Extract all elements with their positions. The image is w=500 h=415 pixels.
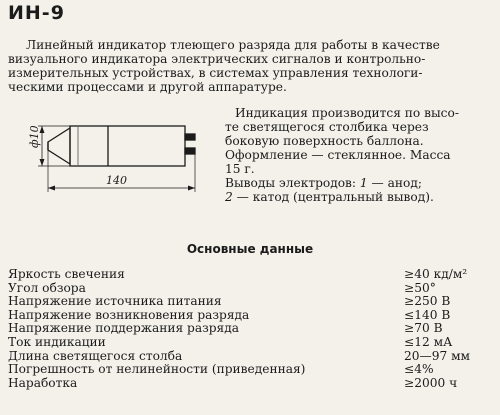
description-paragraph: Индикация производится по высо- те светя… xyxy=(225,106,495,204)
spec-label: Длина светящегося столба xyxy=(8,348,183,363)
spec-label: Угол обзора xyxy=(8,280,86,295)
description-line: Выводы электродов: 1 — анод; xyxy=(225,176,495,190)
intro-line: визуального индикатора электрических сиг… xyxy=(8,52,426,66)
leads-text: Выводы электродов: xyxy=(225,176,360,190)
spec-label: Напряжение возникновения разряда xyxy=(8,307,250,322)
spec-value: 20—97 мм xyxy=(404,348,471,363)
description-line: 15 г. xyxy=(225,162,255,176)
intro-line: измерительных устройствах, в системах уп… xyxy=(8,66,423,80)
lead-number: 2 xyxy=(225,190,233,204)
spec-label: Яркость свечения xyxy=(8,267,125,281)
spec-value: ≤4% xyxy=(404,362,434,377)
spec-label: Напряжение поддержания разряда xyxy=(8,321,240,336)
spec-value: ≥2000 ч xyxy=(404,375,458,390)
spec-row: Наработка ≥2000 ч xyxy=(8,375,496,391)
spec-row: Угол обзора ≥50° xyxy=(8,280,496,296)
section-heading: Основные данные xyxy=(186,242,314,256)
spec-label: Ток индикации xyxy=(8,334,106,349)
page-title: ИН-9 xyxy=(8,2,65,24)
description-line: Оформление — стеклянное. Масса xyxy=(225,148,451,162)
spec-value: ≤12 мА xyxy=(404,334,453,349)
spec-label: Напряжение источника питания xyxy=(8,294,222,309)
spec-value: ≥50° xyxy=(404,280,436,295)
spec-value: ≥250 В xyxy=(404,294,451,309)
intro-paragraph: Линейный индикатор тлеющего разряда для … xyxy=(8,38,492,94)
spec-row: Напряжение возникновения разряда ≤140 В xyxy=(8,307,496,323)
intro-line: ческими процессами и другой аппаратуре. xyxy=(8,80,287,94)
specs-table: Яркость свечения ≥40 кд/м² Угол обзора ≥… xyxy=(8,267,496,391)
lead-number: 1 xyxy=(359,176,368,190)
tube-tip xyxy=(47,126,71,166)
intro-line: Линейный индикатор тлеющего разряда для … xyxy=(26,38,440,52)
spec-label: Наработка xyxy=(8,375,78,390)
spec-label: Погрешность от нелинейности (приведенная… xyxy=(8,362,306,377)
spec-value: ≥40 кд/м² xyxy=(404,267,468,281)
lead-2 xyxy=(184,147,196,155)
spec-row: Напряжение поддержания разряда ≥70 В xyxy=(8,322,496,336)
length-label: 140 xyxy=(106,174,127,187)
tube-drawing: ф10 140 xyxy=(28,125,196,192)
description-line: 2 — катод (центральный вывод). xyxy=(225,190,495,204)
leads-text: — катод (центральный вывод). xyxy=(232,190,434,204)
lead-1 xyxy=(184,133,196,141)
spec-row: Длина светящегося столба 20—97 мм xyxy=(8,348,496,364)
leads-text: — анод; xyxy=(367,176,422,190)
spec-row: Напряжение источника питания ≥250 В xyxy=(8,295,496,309)
diameter-label: ф10 xyxy=(28,125,41,148)
spec-value: ≤140 В xyxy=(404,307,451,322)
tube-body xyxy=(69,125,186,167)
spec-row: Погрешность от нелинейности (приведенная… xyxy=(8,363,496,377)
description-line: те светящегося столбика через xyxy=(225,120,429,134)
description-line: боковую поверхность баллона. xyxy=(225,134,424,148)
spec-row: Ток индикации ≤12 мА xyxy=(8,334,496,350)
description-line: Индикация производится по высо- xyxy=(235,106,459,120)
spec-value: ≥70 В xyxy=(404,321,443,336)
spec-row: Яркость свечения ≥40 кд/м² xyxy=(8,267,496,282)
